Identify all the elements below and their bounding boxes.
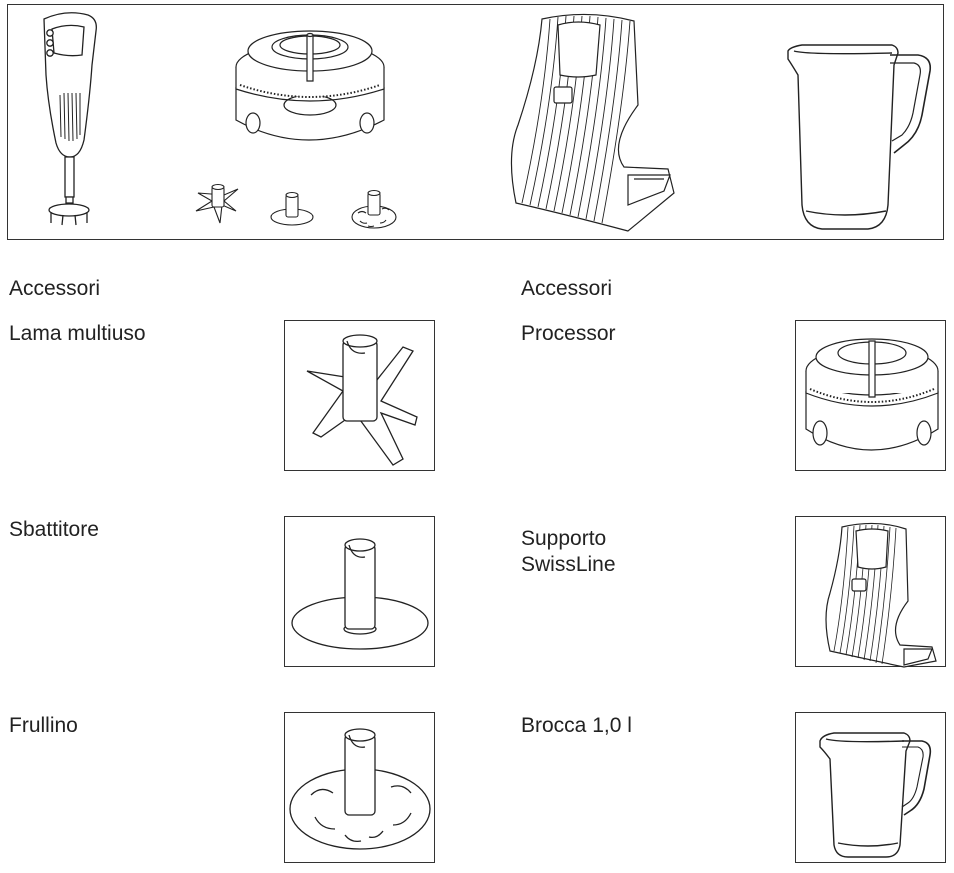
multipurpose-blade-box: [284, 320, 435, 471]
label-brocca: Brocca 1,0 l: [521, 714, 632, 737]
swissline-stand-icon: [511, 14, 674, 231]
frother-disc-box: [284, 712, 435, 863]
frother-disc-small-icon: [352, 191, 396, 229]
swissline-stand-box: [795, 516, 946, 667]
processor-bowl-icon: [236, 31, 384, 140]
jug-icon: [788, 45, 930, 229]
jug-box: [795, 712, 946, 863]
overview-illustration-frame: [7, 4, 944, 240]
label-frullino: Frullino: [9, 714, 78, 737]
label-processor: Processor: [521, 322, 616, 345]
label-lama-multiuso: Lama multiuso: [9, 322, 146, 345]
whisk-disc-box: [284, 516, 435, 667]
whisk-disc-small-icon: [271, 193, 313, 226]
processor-icon: [796, 321, 947, 472]
label-sbattitore: Sbattitore: [9, 518, 99, 541]
processor-box: [795, 320, 946, 471]
left-accessories-heading: Accessori: [9, 277, 101, 300]
hand-blender-icon: [44, 13, 96, 225]
whisk-disc-icon: [285, 517, 436, 668]
right-accessories-heading: Accessori: [521, 277, 613, 300]
frother-disc-icon: [285, 713, 436, 864]
multipurpose-blade-icon: [285, 321, 436, 472]
multipurpose-blade-small-icon: [196, 185, 238, 224]
jug-icon: [796, 713, 947, 864]
label-supporto-swissline: Supporto SwissLine: [521, 527, 616, 576]
swissline-stand-icon: [796, 517, 947, 668]
